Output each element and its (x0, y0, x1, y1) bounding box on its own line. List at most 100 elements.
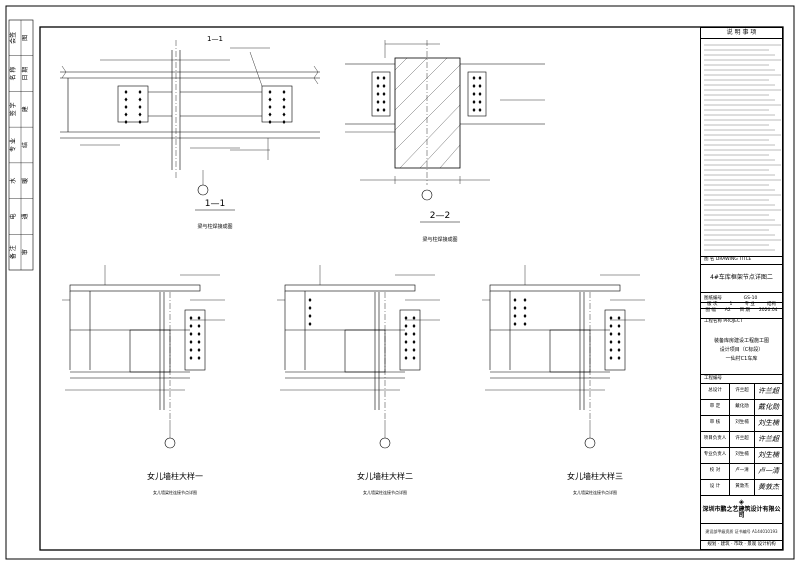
bolt-mark (472, 84, 476, 88)
section-2-2 (345, 40, 545, 201)
signature-row: 校 对卢一清卢一清 (701, 463, 782, 479)
role-name: 黄敦杰 (730, 480, 755, 495)
signature-row: 专业负责人刘生楠刘生楠 (701, 447, 782, 463)
bolt-mark (189, 340, 193, 344)
bolt-mark (124, 97, 128, 102)
bolt-mark (282, 120, 286, 124)
bolt-mark (513, 322, 517, 326)
detail-drawing (482, 265, 645, 449)
signature: 黄敦杰 (758, 482, 779, 491)
strip-value: 审 (21, 249, 29, 255)
bolt-mark (282, 97, 286, 102)
bolt-mark (382, 84, 386, 88)
bolt-mark (478, 108, 482, 112)
inner-frame (39, 26, 784, 551)
bolt-mark (189, 324, 193, 328)
bolt-mark (282, 105, 286, 109)
role-label: 专业负责人 (701, 448, 730, 463)
notes-lines (704, 44, 781, 251)
bolt-mark (308, 306, 312, 310)
bolt-mark (609, 356, 613, 360)
date: 2020.04 (758, 307, 778, 313)
detail-1-note: 女儿墙梁柱连接节点详图 (153, 489, 197, 495)
signature-row: 项目负责人许兰超许兰超 (701, 431, 782, 447)
bolt-mark (617, 316, 621, 320)
section-1-note: 梁与柱焊接成图 (197, 223, 232, 230)
signature: 许兰超 (758, 434, 779, 443)
date-label: 日 期 (739, 307, 751, 313)
bolt-mark (617, 356, 621, 360)
strip-label: 会签 (9, 32, 17, 44)
section-1-title-top: 1—1 (207, 35, 223, 43)
detail-drawing (277, 265, 440, 449)
bolt-mark (138, 112, 142, 117)
bolt-mark (282, 90, 286, 94)
role-name: 许兰超 (730, 384, 755, 399)
bolt-mark (472, 92, 476, 96)
footer: 规划 · 建筑 · 市政 · 景观 设计机构 (701, 540, 782, 550)
edition-label: 版 次 (707, 302, 718, 308)
bolt-mark (472, 100, 476, 104)
role-label: 审 定 (701, 400, 730, 415)
bolt-mark (523, 306, 527, 310)
detail-drawing (62, 265, 225, 449)
role-label: 总设计 (701, 384, 730, 399)
bolt-mark (412, 332, 416, 336)
signature: 戴化勋 (758, 402, 779, 411)
section-2-note: 梁与柱焊接成图 (422, 236, 457, 243)
bolt-mark (523, 322, 527, 326)
bolt-mark (124, 90, 128, 94)
bolt-mark (609, 316, 613, 320)
strip-label: 水 (9, 178, 17, 184)
signature-row: 审 定戴化勋戴化勋 (701, 399, 782, 415)
bolt-mark (124, 112, 128, 117)
project-no-label: 工程编号 (701, 374, 782, 383)
bolt-mark (197, 348, 201, 352)
bolt-mark (197, 356, 201, 360)
project-line-3: 一仙村C1车库 (725, 355, 758, 362)
bolt-mark (376, 76, 380, 80)
strip-label: 备 注 (9, 245, 17, 259)
bolt-mark (268, 97, 272, 102)
bolt-mark (513, 314, 517, 318)
detail-3-title: 女儿墙柱大样三 (567, 471, 623, 481)
signature: 许兰超 (758, 386, 779, 395)
bolt-mark (138, 97, 142, 102)
discipline-label: 专 业 (744, 302, 755, 308)
outer-frame (5, 5, 795, 560)
role-name: 卢一清 (730, 464, 755, 479)
detail-2-note: 女儿墙梁柱连接节点详图 (363, 489, 407, 495)
bolt-mark (478, 92, 482, 96)
bolt-mark (478, 84, 482, 88)
bolt-mark (376, 108, 380, 112)
bolt-mark (609, 332, 613, 336)
bolt-mark (404, 356, 408, 360)
bolt-mark (617, 348, 621, 352)
bolt-mark (197, 324, 201, 328)
role-name: 刘生楠 (730, 448, 755, 463)
section-1-1 (60, 40, 320, 196)
bolt-mark (124, 120, 128, 124)
signature: 卢一清 (758, 466, 779, 475)
drawing-no-label: 图纸编号 (704, 296, 722, 302)
bolt-mark (268, 90, 272, 94)
bolt-mark (609, 340, 613, 344)
bolt-mark (189, 356, 193, 360)
role-name: 许兰超 (730, 432, 755, 447)
signature-table: 总设计许兰超许兰超审 定戴化勋戴化勋审 核刘生楠刘生楠项目负责人许兰超许兰超专业… (701, 383, 782, 495)
drawing-no: GS-10 (743, 296, 758, 302)
signature-row: 审 核刘生楠刘生楠 (701, 415, 782, 431)
strip-label: 名 称 (9, 67, 17, 81)
bolt-mark (308, 298, 312, 302)
strip-value: 日 期 (21, 67, 29, 81)
project-line-1: 装备库房建设工程施工图 (713, 337, 769, 344)
company-note: 建设部甲级资质 证书编号 A144010193 (701, 523, 782, 540)
bolt-mark (382, 92, 386, 96)
bolt-mark (189, 332, 193, 336)
bolt-mark (513, 306, 517, 310)
bolt-mark (404, 348, 408, 352)
bolt-mark (404, 324, 408, 328)
notes-header: 说 明 事 项 (726, 28, 757, 36)
bolt-mark (268, 120, 272, 124)
